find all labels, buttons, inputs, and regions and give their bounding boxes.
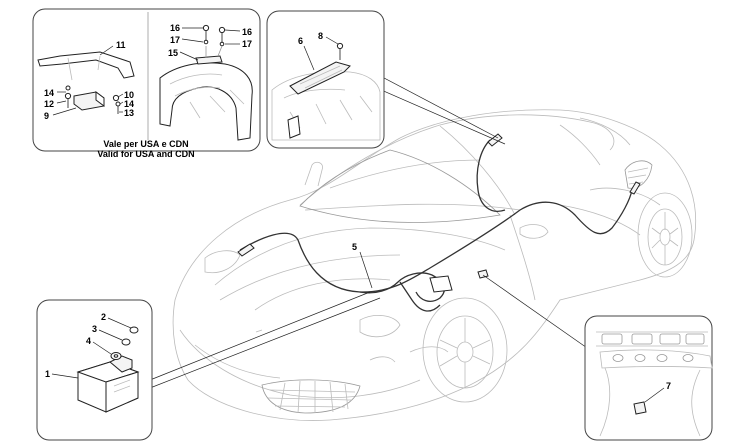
car-outline: [172, 109, 697, 421]
callout-8: 8: [318, 31, 323, 41]
callout-6: 6: [298, 36, 303, 46]
callout-12: 12: [44, 99, 54, 109]
callout-17a: 17: [170, 35, 180, 45]
cable-harness: [237, 133, 641, 312]
callout-14b: 14: [124, 99, 134, 109]
callout-14a: 14: [44, 88, 54, 98]
detail-box-console: 7: [584, 315, 713, 441]
callout-4: 4: [86, 336, 91, 346]
car-callouts: 5: [352, 242, 373, 289]
detail-box-usa-cdn: 11 14 12 9 10 14 13 16 17 15 16 17 Vale …: [32, 8, 261, 159]
callout-16a: 16: [170, 23, 180, 33]
callout-13: 13: [124, 108, 134, 118]
callout-1: 1: [45, 369, 50, 379]
callout-2: 2: [101, 312, 106, 322]
callout-16b: 16: [242, 27, 252, 37]
callout-3: 3: [92, 324, 97, 334]
callout-5: 5: [352, 242, 357, 252]
callout-7: 7: [666, 381, 671, 391]
callout-15: 15: [168, 48, 178, 58]
callout-9: 9: [44, 111, 49, 121]
note-en: Valid for USA and CDN: [97, 149, 194, 159]
callout-10: 10: [124, 90, 134, 100]
detail-box-roof-antenna: 6 8: [266, 10, 385, 149]
callout-17b: 17: [242, 39, 252, 49]
detail-box-module: 2 3 4 1: [36, 299, 153, 441]
note-it: Vale per USA e CDN: [103, 139, 188, 149]
callout-11: 11: [116, 40, 126, 50]
